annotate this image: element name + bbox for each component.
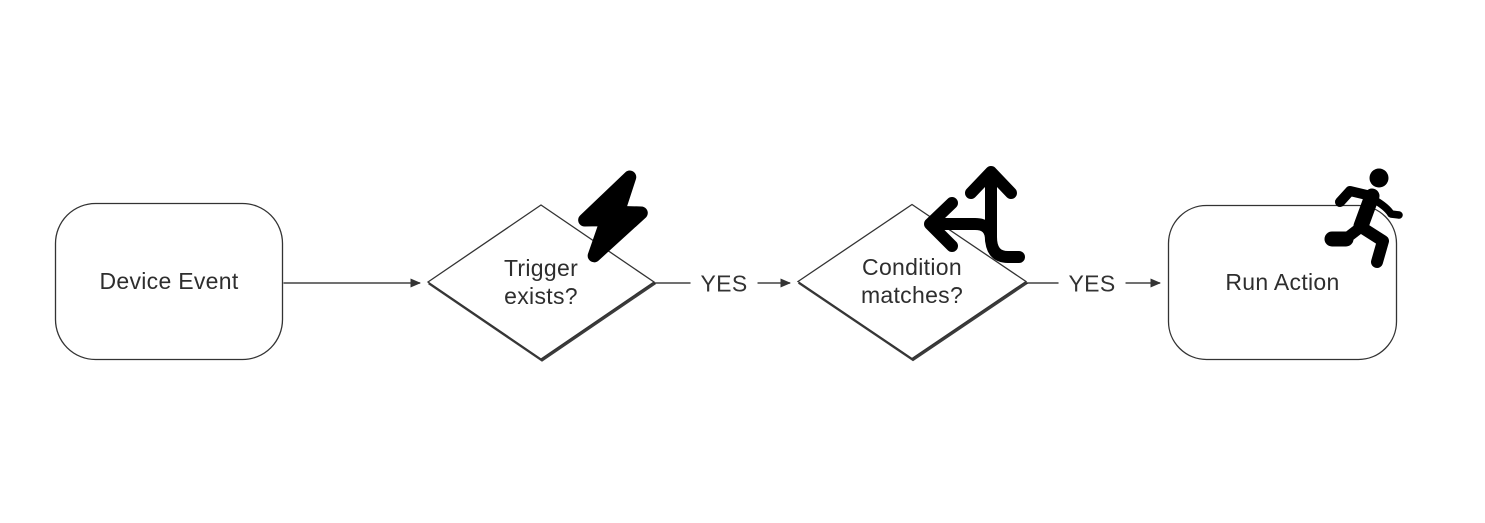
node-device-event <box>54 202 284 361</box>
bolt-icon <box>578 170 648 263</box>
arrows-split-up-and-left-icon <box>924 166 1025 263</box>
person-running-icon <box>1324 168 1403 268</box>
node-condition-matches <box>796 203 1028 360</box>
